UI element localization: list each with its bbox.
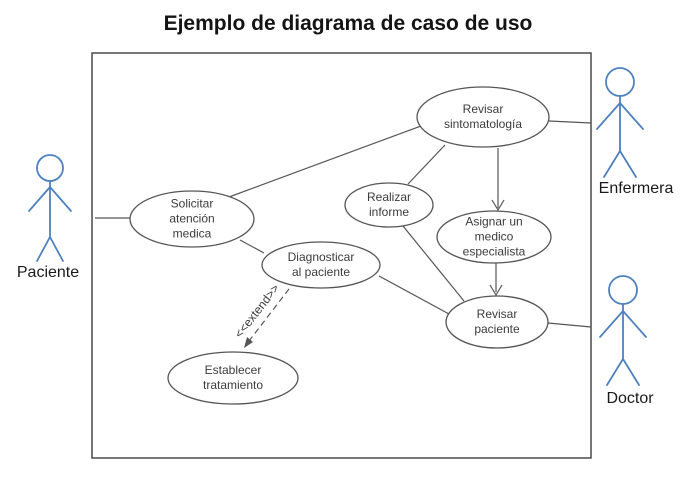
- actor-figure-doctor: [599, 275, 647, 386]
- diagram-title: Ejemplo de diagrama de caso de uso: [163, 12, 533, 35]
- usecase-ellipse-solicitar-atencion: [129, 190, 255, 248]
- usecase-ellipse-diagnosticar-paciente: [261, 241, 381, 289]
- usecase-label-revisar-paciente: Revisar paciente: [474, 307, 520, 336]
- usecase-label-asignar-especialista: Asignar un medico especialista: [462, 214, 526, 259]
- usecase-label-revisar-sintomatologia: Revisar sintomatología: [443, 102, 523, 131]
- usecase-ellipse-revisar-sintomatologia: [416, 86, 550, 148]
- system-boundary-rect: [91, 52, 592, 459]
- arrow-sintomatologia-asignar-head: [491, 199, 505, 212]
- actor-label-doctor: Doctor: [606, 390, 654, 407]
- usecase-ellipse-realizar-informe: [344, 182, 434, 228]
- connector-diagnosticar-revisar-paciente: [378, 275, 450, 315]
- extend-arrow-head: [244, 337, 253, 348]
- actor-label-enfermera: Enfermera: [598, 180, 674, 197]
- connector-revisar-paciente-doctor: [547, 322, 592, 328]
- usecase-ellipse-revisar-paciente: [445, 295, 549, 349]
- actor-figure-enfermera: [596, 67, 644, 178]
- usecase-ellipse-asignar-especialista: [436, 210, 552, 264]
- connector-revisar-sintomatologia-enfermera: [548, 120, 592, 124]
- actor-figure-paciente: [28, 154, 72, 262]
- usecase-label-establecer-tratamiento: Establecer tratamiento: [202, 363, 264, 392]
- connector-revisar-sintomatologia-realizar-informe: [407, 144, 446, 185]
- connector-solicitar-diagnosticar: [239, 239, 265, 254]
- usecase-label-diagnosticar-paciente: Diagnosticar al paciente: [287, 250, 355, 279]
- extend-arrow-shaft: [248, 288, 290, 342]
- connector-solicitar-revisar-sintomatologia: [228, 125, 422, 198]
- arrow-asignar-revisar-paciente-head: [489, 284, 503, 297]
- connector-realizar-informe-revisar-paciente: [402, 225, 465, 302]
- usecase-label-realizar-informe: Realizar informe: [366, 190, 411, 219]
- actor-label-paciente: Paciente: [16, 264, 80, 281]
- usecase-ellipse-establecer-tratamiento: [167, 351, 299, 405]
- usecase-label-solicitar-atencion: Solicitar atención medica: [169, 196, 215, 241]
